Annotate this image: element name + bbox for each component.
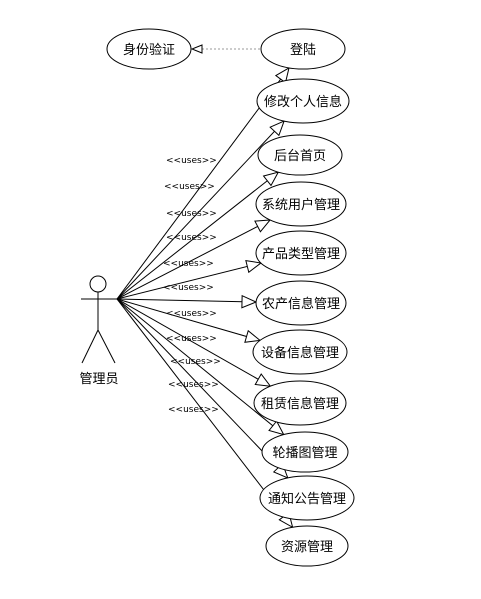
uses-stereotype-label: <<uses>> — [166, 233, 217, 243]
stereotype-layer: <<uses>> <<uses>> <<uses>> <<uses>> <<uses>>… — [163, 156, 221, 415]
association-line — [116, 172, 278, 300]
use-case-ellipse — [255, 230, 347, 276]
uses-stereotype-label: <<uses>> — [168, 405, 219, 415]
base-use-case: 身份验证 — [106, 28, 192, 70]
use-case-ellipse — [252, 329, 348, 375]
uses-stereotype-label: <<uses>> — [166, 156, 217, 166]
use-case-label: 后台首页 — [274, 149, 326, 164]
uses-stereotype-label: <<uses>> — [164, 182, 215, 192]
use-case-ellipse — [260, 28, 346, 70]
uses-stereotype-label: <<uses>> — [166, 309, 217, 319]
use-case-label: 登陆 — [290, 42, 316, 58]
association-line — [116, 298, 260, 340]
use-case-ellipse — [265, 525, 349, 567]
use-case-ellipse — [257, 134, 343, 176]
use-case-label: 农产信息管理 — [262, 296, 340, 312]
use-case-label: 通知公告管理 — [268, 491, 346, 507]
actor-head — [89, 275, 107, 293]
actor-right-leg — [97, 329, 116, 364]
use-case-ellipse — [256, 78, 350, 124]
association-line — [116, 121, 284, 300]
uses-stereotype-label: <<uses>> — [163, 259, 214, 269]
use-case-ellipse — [261, 431, 349, 473]
use-case-ellipse — [255, 181, 347, 227]
use-case-label: 租赁信息管理 — [261, 396, 339, 412]
association-line — [116, 299, 256, 302]
uses-stereotype-label: <<uses>> — [168, 380, 219, 390]
association-line — [116, 298, 288, 478]
use-case-ellipse — [253, 380, 347, 426]
uses-stereotype-label: <<uses>> — [170, 357, 221, 367]
use-case-label: 轮播图管理 — [272, 446, 337, 461]
base-use-case-label: 身份验证 — [123, 42, 175, 58]
association-line — [116, 220, 270, 300]
uses-stereotype-label: <<uses>> — [166, 334, 217, 344]
use-case-layer: 登陆修改个人信息后台首页系统用户管理产品类型管理农产信息管理设备信息管理租赁信息… — [252, 28, 355, 567]
use-case-label: 产品类型管理 — [262, 247, 340, 262]
association-line — [116, 263, 261, 300]
actor-figure — [81, 275, 117, 364]
use-case-ellipse — [259, 475, 355, 521]
use-case-ellipse — [255, 280, 347, 326]
use-case-label: 修改个人信息 — [264, 94, 342, 110]
association-line — [116, 298, 270, 386]
actor-label: 管理员 — [79, 372, 118, 387]
uses-stereotype-label: <<uses>> — [166, 209, 217, 219]
use-case-label: 系统用户管理 — [262, 197, 340, 213]
actor-left-leg — [81, 329, 99, 364]
uses-stereotype-label: <<uses>> — [163, 283, 214, 293]
association-line — [116, 298, 284, 435]
use-case-label: 资源管理 — [281, 540, 333, 555]
use-case-label: 设备信息管理 — [261, 345, 339, 361]
